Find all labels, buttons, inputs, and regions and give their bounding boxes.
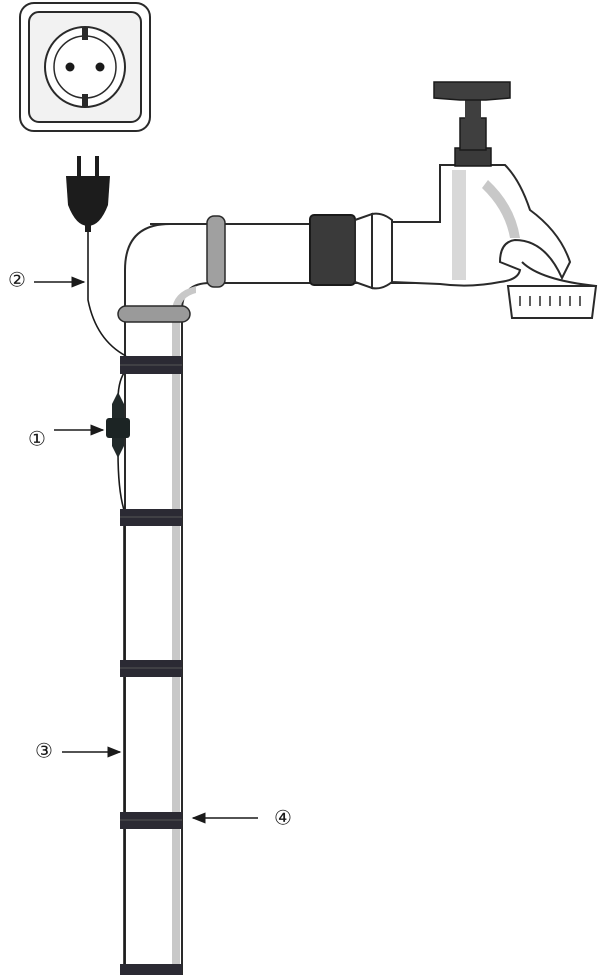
tape-band (120, 964, 182, 975)
callout-2: ② (8, 268, 86, 292)
faucet-icon (309, 81, 598, 319)
callout-1-label: ① (28, 427, 46, 451)
callout-1: ① (28, 424, 105, 451)
callout-4: ④ (191, 806, 292, 830)
callout-4-label: ④ (274, 806, 292, 830)
fixing-tape-bands (120, 356, 182, 975)
socket-icon (19, 2, 151, 132)
plug-icon (66, 156, 110, 232)
pipe-icon (117, 215, 441, 975)
thermostat-icon (106, 392, 130, 458)
callout-3: ③ (35, 739, 122, 763)
callout-3-label: ③ (35, 739, 53, 763)
heating-cable (87, 232, 127, 975)
callout-2-label: ② (8, 268, 26, 292)
